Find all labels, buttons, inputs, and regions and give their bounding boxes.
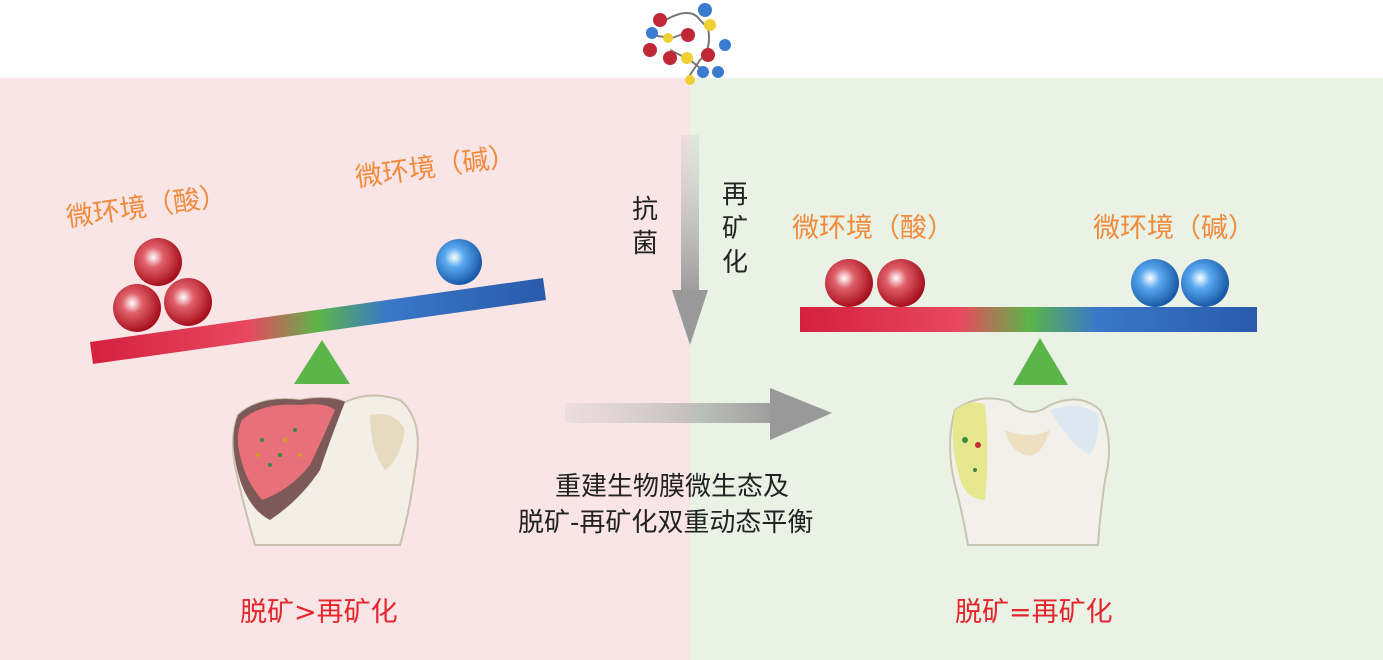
acid-ball-icon (113, 284, 161, 332)
right-pivot-icon (1013, 338, 1068, 385)
acid-ball-icon (134, 238, 182, 286)
left-pivot-icon (294, 340, 350, 384)
left-beam (90, 278, 546, 364)
base-ball-icon (436, 239, 482, 285)
right-balance (800, 259, 1257, 385)
caption-line-1: 重建生物膜微生态及 (555, 472, 790, 502)
decayed-tooth-icon (232, 394, 419, 546)
nanoparticle-molecule-icon (643, 3, 731, 85)
base-ball-icon (1181, 259, 1229, 307)
acid-ball-icon (877, 259, 925, 307)
acid-ball-icon (164, 278, 212, 326)
left-balance (90, 238, 546, 384)
right-status-label: 脱矿=再矿化 (955, 597, 1113, 628)
right-arrow-icon (565, 388, 832, 440)
right-beam (800, 307, 1257, 332)
right-base-label: 微环境（碱） (1093, 213, 1255, 244)
acid-ball-icon (825, 259, 873, 307)
caption-line-2: 脱矿-再矿化双重动态平衡 (518, 508, 814, 538)
down-arrow-icon (672, 135, 708, 345)
healthy-tooth-icon (949, 397, 1110, 546)
left-status-label: 脱矿>再矿化 (240, 597, 398, 628)
remineralization-label: 再矿化 (721, 180, 748, 278)
antibacterial-label: 抗菌 (631, 195, 658, 259)
left-panel-bg (0, 78, 690, 660)
right-acid-label: 微环境（酸） (792, 213, 954, 244)
base-ball-icon (1131, 259, 1179, 307)
